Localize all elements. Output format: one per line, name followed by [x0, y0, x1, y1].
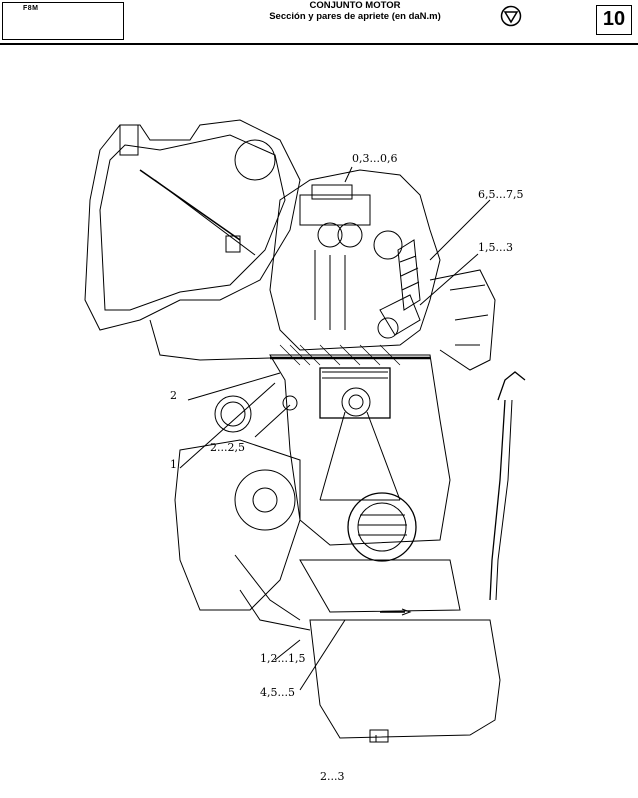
- chapter-number: 10: [596, 5, 632, 35]
- cylinder-head: [269, 169, 441, 351]
- crankshaft: [347, 492, 417, 562]
- page-subtitle: Sección y pares de apriete (en daN.m): [269, 11, 441, 22]
- engine-code-box: F8M: [2, 2, 124, 40]
- page-title: CONJUNTO MOTOR: [309, 0, 401, 11]
- timing-cover: [84, 119, 301, 331]
- dipstick: [497, 371, 526, 401]
- connecting-rod: [319, 411, 401, 501]
- engine-code: F8M: [23, 5, 39, 12]
- label-valve-cover: 0,3...0,6: [352, 152, 398, 165]
- header-rule: [0, 43, 638, 45]
- label-1-2-1-5: 1,2...1,5: [260, 652, 306, 665]
- page-header: F8M CONJUNTO MOTOR Sección y pares de ap…: [0, 0, 638, 45]
- injector: [379, 294, 421, 336]
- label-4-5-5: 4,5...5: [260, 686, 295, 699]
- label-2-3: 2...3: [320, 770, 345, 783]
- label-injector: 1,5...3: [478, 241, 513, 254]
- piston: [319, 367, 391, 419]
- cylinder-block: [269, 354, 451, 546]
- stop-triangle-circle-icon: [500, 5, 522, 27]
- label-spark-plug: 6,5...7,5: [478, 188, 524, 201]
- label-2-2-5: 2...2,5: [210, 441, 245, 454]
- engine-section-drawing: [84, 119, 526, 743]
- label-2: 2: [170, 389, 177, 402]
- oil-pan: [309, 619, 501, 739]
- title-block: CONJUNTO MOTOR Sección y pares de apriet…: [200, 0, 510, 22]
- label-1: 1: [170, 458, 177, 471]
